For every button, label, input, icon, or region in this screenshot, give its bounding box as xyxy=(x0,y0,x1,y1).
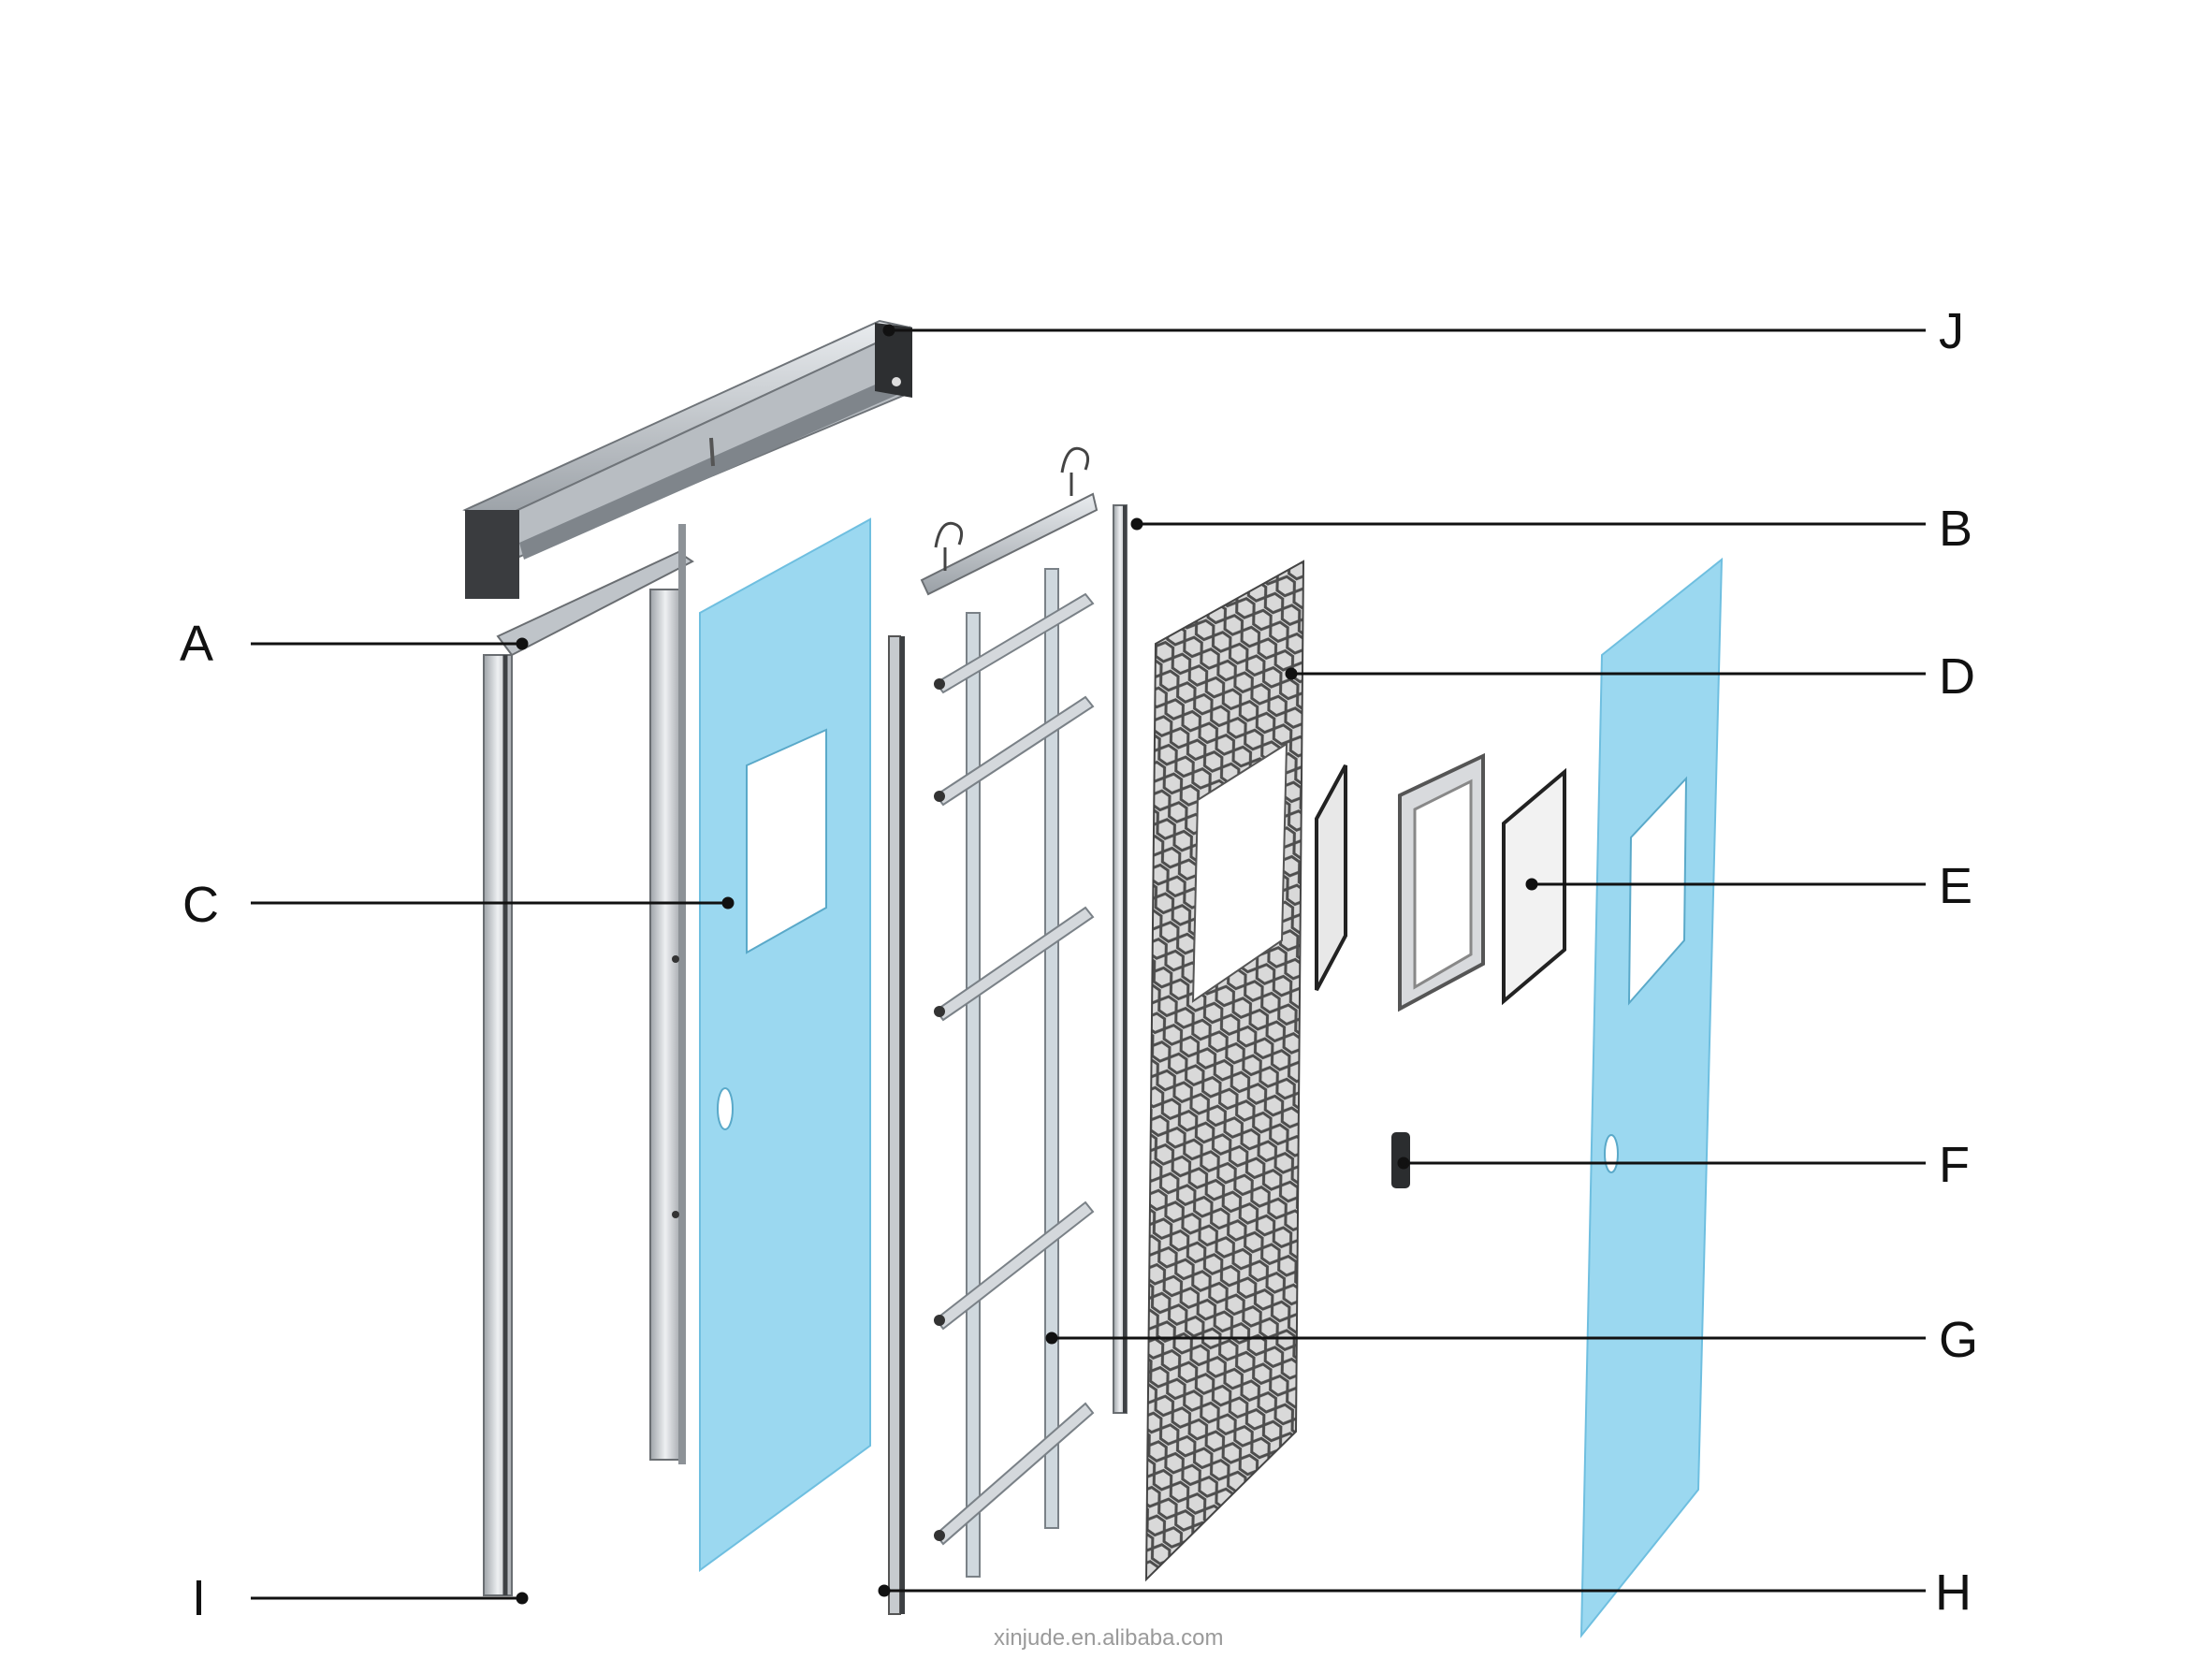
door-handle-slot xyxy=(717,1087,734,1130)
door-panel-front xyxy=(699,517,871,1572)
label-f: F xyxy=(1939,1137,1970,1193)
edge-profile xyxy=(1113,504,1128,1414)
label-g: G xyxy=(1939,1312,1978,1368)
seal-strip-profile xyxy=(888,635,905,1615)
hanger-roller-right xyxy=(1060,446,1090,496)
leader-lines xyxy=(251,324,1926,1605)
label-c: C xyxy=(182,877,219,933)
top-track-housing xyxy=(462,319,913,599)
hanger-roller-left xyxy=(934,521,964,571)
label-b: B xyxy=(1939,501,1972,557)
label-d: D xyxy=(1939,648,1975,705)
label-e: E xyxy=(1939,858,1972,914)
watermark: xinjude.en.alibaba.com xyxy=(994,1625,1224,1651)
internal-frame xyxy=(934,568,1095,1578)
label-a: A xyxy=(180,616,213,672)
label-i: I xyxy=(192,1570,206,1626)
hanger-rail xyxy=(920,446,1099,596)
window-glass-inner xyxy=(1315,764,1347,991)
honeycomb-core xyxy=(1144,560,1305,1582)
label-j: J xyxy=(1939,303,1964,359)
door-panel-back xyxy=(1579,557,1724,1638)
label-h: H xyxy=(1935,1564,1972,1621)
track-motor-end-cap xyxy=(875,323,912,398)
honeycomb-window-cutout xyxy=(1191,742,1288,1003)
door-frame-left xyxy=(483,524,694,1596)
window-assembly xyxy=(1315,752,1566,1012)
door-window-opening xyxy=(746,728,827,954)
track-end-cap xyxy=(465,510,519,599)
